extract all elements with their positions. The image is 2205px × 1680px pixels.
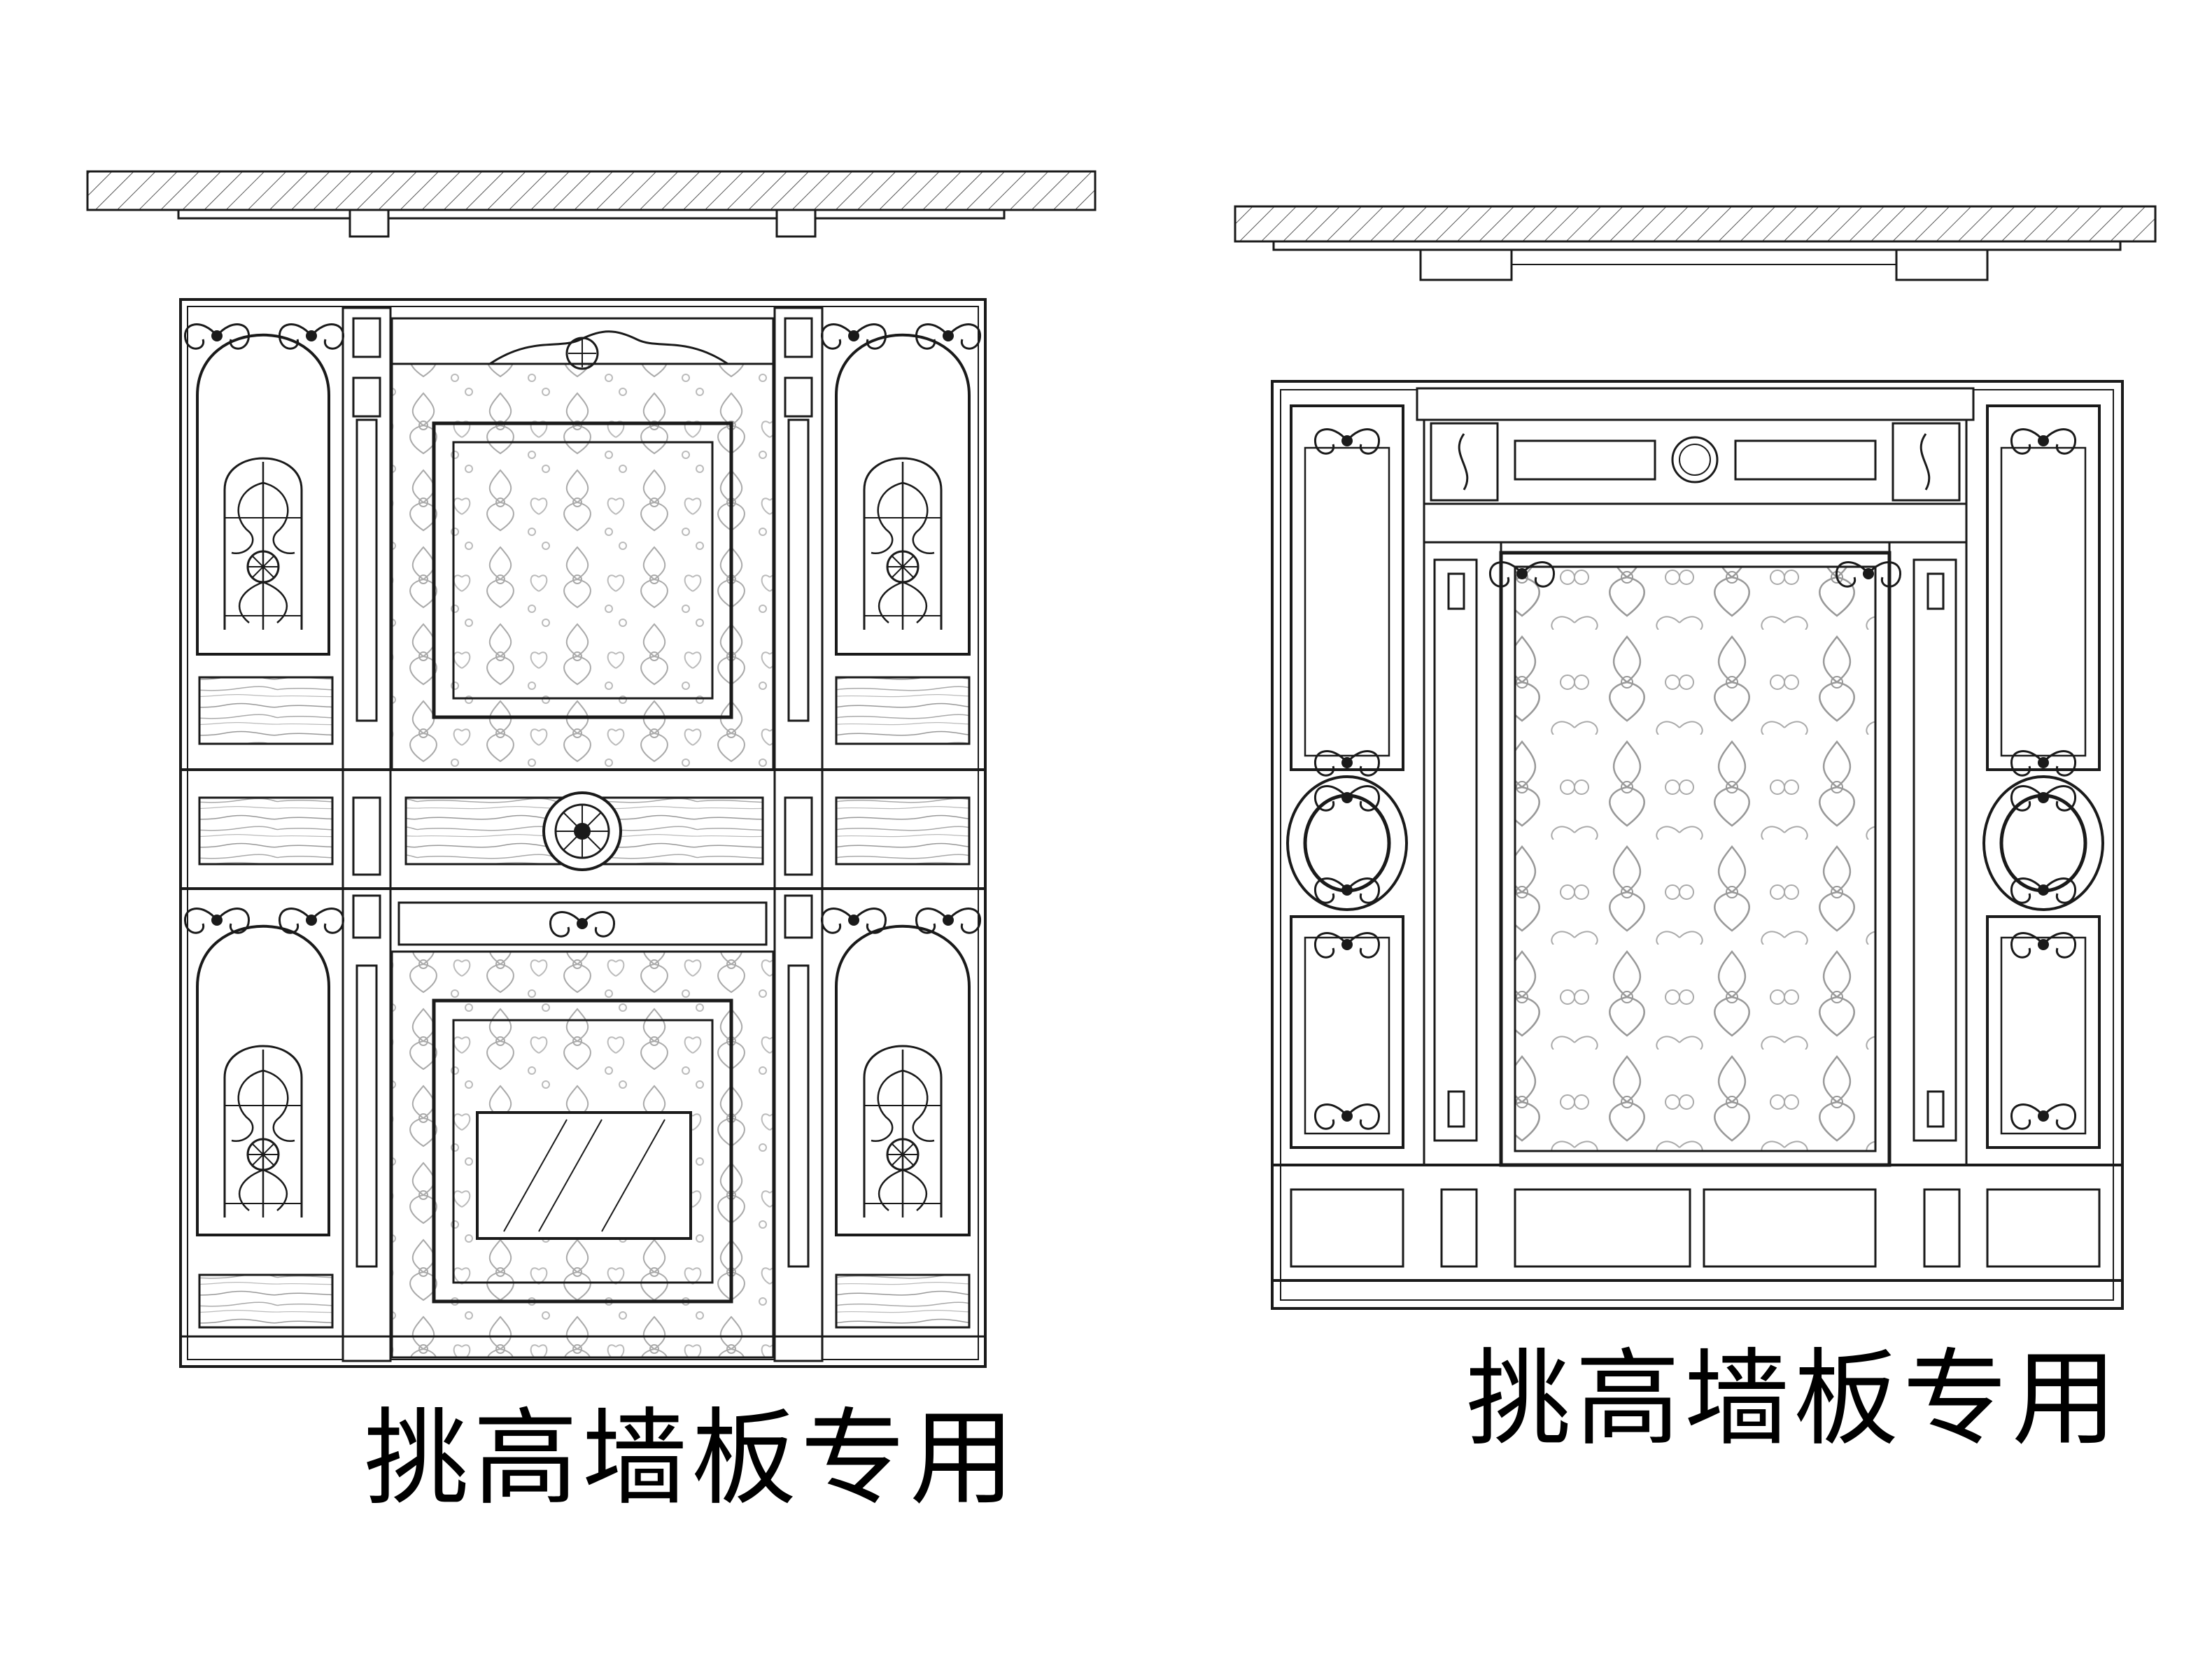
left-drawing-caption: 挑高墙板专用 — [364, 1398, 1020, 1520]
right-entablature — [1416, 387, 1975, 421]
right-side-panels — [1290, 404, 2101, 1149]
right-ceiling-trim — [1272, 240, 2122, 251]
right-drawing-caption: 挑高墙板专用 — [1466, 1339, 2122, 1460]
left-mirror — [476, 1111, 692, 1240]
left-ceiling-slab — [86, 170, 1097, 211]
left-baseboard — [179, 1335, 987, 1368]
right-ceiling-slab — [1234, 205, 2157, 243]
left-ceiling-trim — [177, 209, 1006, 220]
left-lower-frame — [432, 998, 733, 1304]
right-pilasters — [1423, 541, 1968, 1166]
left-wall-outline-inner — [187, 306, 979, 1360]
left-ceiling-bracket-a — [348, 209, 390, 238]
left-ceiling-bracket-b — [775, 209, 817, 238]
right-elevation-drawing — [1234, 205, 2157, 1310]
left-upper-frame — [432, 421, 733, 719]
left-pilasters — [341, 306, 824, 1362]
left-side-arches — [183, 323, 982, 1236]
right-baseboard — [1271, 1279, 2124, 1310]
right-ceiling-bracket-a — [1419, 248, 1513, 281]
right-oval-medallions — [1286, 775, 2104, 911]
right-ceiling-bracket-b — [1895, 248, 1989, 281]
right-central-wallpaper — [1514, 565, 1877, 1152]
left-elevation-drawing — [86, 170, 1097, 1368]
left-middle-band — [179, 768, 987, 890]
